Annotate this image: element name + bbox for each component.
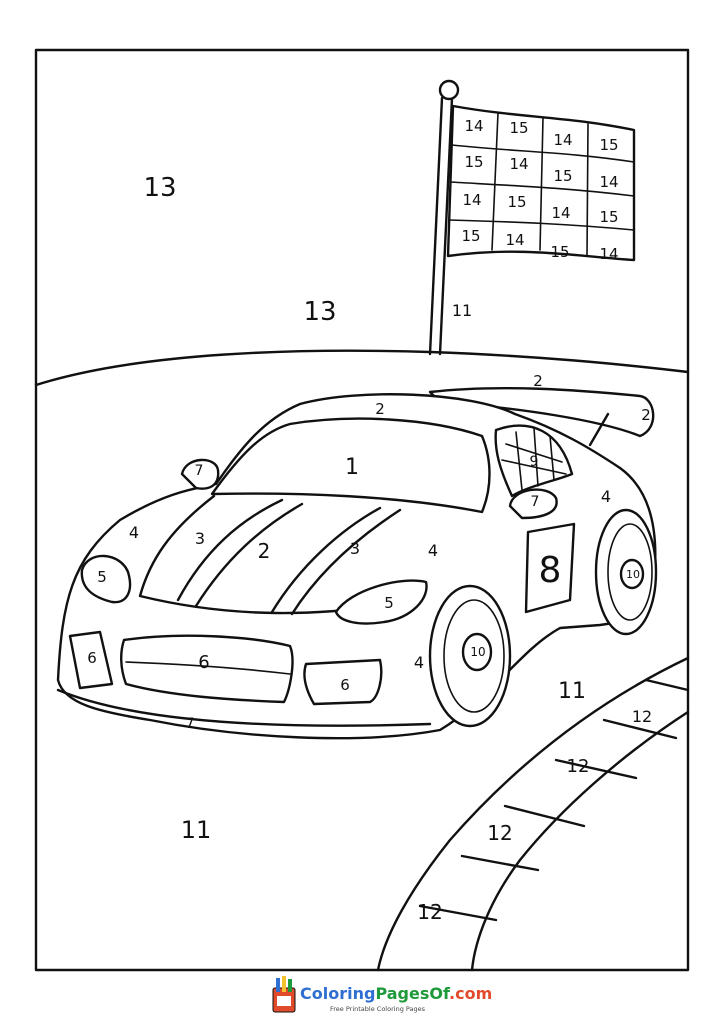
fog-light-right xyxy=(303,658,383,706)
label-roof: 2 xyxy=(375,400,385,418)
label-pole: 11 xyxy=(452,301,472,320)
label-headlight-left: 5 xyxy=(97,568,107,586)
grille-bar xyxy=(125,661,291,675)
label-windshield: 1 xyxy=(345,455,359,480)
label-mirror-right: 7 xyxy=(531,494,540,510)
door-number-panel xyxy=(524,522,576,614)
flag-cell: 14 xyxy=(464,117,483,135)
flag-cell: 14 xyxy=(551,204,570,222)
brand-tagline: Free Printable Coloring Pages xyxy=(330,1005,426,1013)
flag-cell: 15 xyxy=(509,119,528,137)
brand-backing xyxy=(264,972,464,1016)
label-front-wheel: 10 xyxy=(470,645,485,659)
label-rear-quarter: 4 xyxy=(601,487,611,506)
label-fog-right: 6 xyxy=(340,676,350,694)
flag-cell: 15 xyxy=(599,136,618,154)
track-curb xyxy=(376,656,690,972)
headlight-right xyxy=(334,579,428,625)
flag-cell: 15 xyxy=(461,227,480,245)
page-frame xyxy=(34,48,690,972)
brand-part-2: PagesOf xyxy=(375,984,451,1003)
label-fender-right: 4 xyxy=(428,541,438,560)
flag-cell: 15 xyxy=(553,167,572,185)
brand-name: ColoringPagesOf.com xyxy=(300,984,492,1003)
front-splitter xyxy=(56,688,432,727)
race-car xyxy=(56,393,658,740)
flag-cell: 14 xyxy=(599,173,618,191)
label-curb: 12 xyxy=(417,900,442,924)
label-mirror-left: 7 xyxy=(195,463,204,479)
flag-cell: 15 xyxy=(550,243,569,261)
paint-bucket-icon xyxy=(272,976,296,1013)
label-curb: 12 xyxy=(632,707,652,726)
number-labels: 13 13 11 14 15 14 15 15 14 15 14 14 15 1… xyxy=(87,117,652,924)
mirror-left xyxy=(180,458,220,490)
label-sky-b: 13 xyxy=(303,297,336,327)
rear-wheel xyxy=(594,508,658,636)
rear-spoiler xyxy=(428,386,655,447)
flag-cell: 14 xyxy=(505,231,524,249)
hood-stripes xyxy=(176,498,402,616)
label-door-number: 8 xyxy=(539,550,562,591)
label-curb: 12 xyxy=(567,756,590,777)
flag-cell: 14 xyxy=(462,191,481,209)
label-splitter: 7 xyxy=(186,716,195,732)
label-side-panel: 4 xyxy=(414,653,424,672)
grille xyxy=(120,634,294,704)
horizon-line xyxy=(34,349,690,387)
flag-cell: 15 xyxy=(507,193,526,211)
brand-logo: ColoringPagesOf.com Free Printable Color… xyxy=(264,972,492,1016)
brand-part-3: .com xyxy=(449,984,492,1003)
flag-cell: 14 xyxy=(553,131,572,149)
label-sky-a: 13 xyxy=(143,173,176,203)
label-ground-right: 11 xyxy=(558,679,586,704)
label-grille: 6 xyxy=(198,652,209,673)
label-hood-left-stripe: 3 xyxy=(195,529,205,548)
flag-cell: 14 xyxy=(599,245,618,263)
label-fog-left: 6 xyxy=(87,649,97,667)
fog-light-left xyxy=(68,630,114,690)
label-hood-right-stripe: 3 xyxy=(350,539,360,558)
windshield xyxy=(210,417,491,514)
front-wheel xyxy=(428,584,512,728)
label-fender-left: 4 xyxy=(129,523,139,542)
cockpit-window xyxy=(494,424,574,498)
flag-cell: 14 xyxy=(509,155,528,173)
mirror-right xyxy=(508,488,558,520)
label-hood-center: 2 xyxy=(258,539,271,563)
checkered-flag xyxy=(446,104,636,262)
cockpit-net xyxy=(501,427,567,491)
label-cockpit: 9 xyxy=(530,454,539,470)
flag-cell: 15 xyxy=(464,153,483,171)
headlight-left xyxy=(80,554,132,604)
brand-part-1: Coloring xyxy=(300,984,375,1003)
label-spoiler-end: 2 xyxy=(641,406,651,424)
label-curb: 12 xyxy=(487,821,512,845)
label-headlight-right: 5 xyxy=(384,594,394,612)
label-rear-wheel: 10 xyxy=(626,568,640,581)
flag-pole xyxy=(428,79,460,356)
label-spoiler-top: 2 xyxy=(533,372,543,390)
flag-cell: 15 xyxy=(599,208,618,226)
label-ground-left: 11 xyxy=(181,816,212,844)
